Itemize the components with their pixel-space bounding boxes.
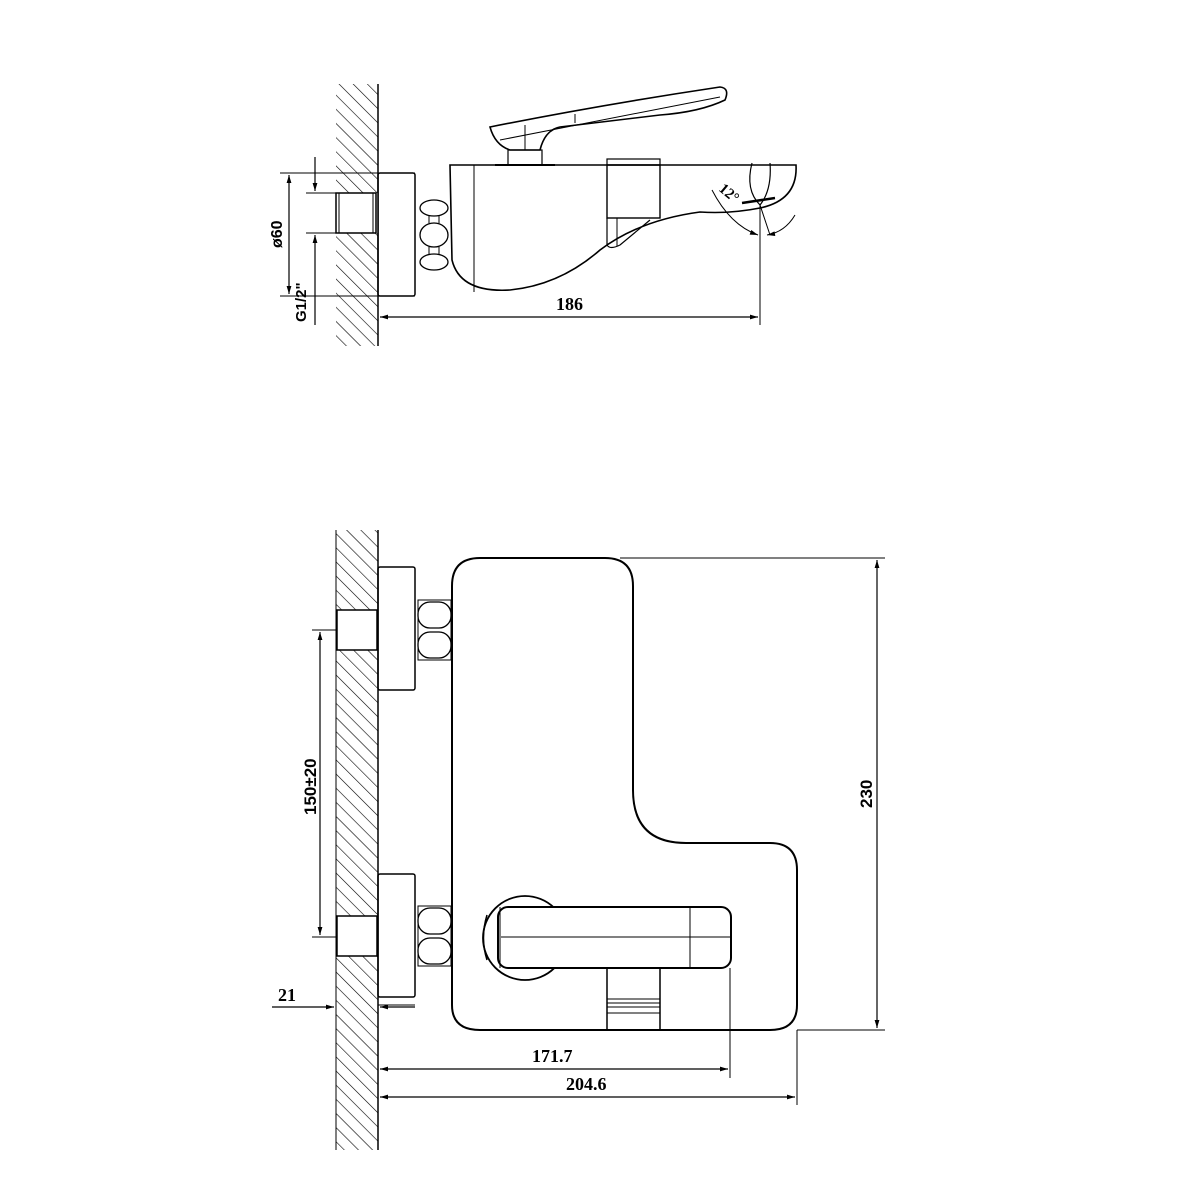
- front-view: 150±20 230 21 171.7 204.6: [272, 530, 885, 1150]
- wall-flange-lower: [377, 873, 416, 998]
- inlet-pipe-lower: [336, 915, 378, 957]
- dimension-projection: 186: [380, 205, 761, 325]
- wall-flange: [377, 172, 416, 297]
- lever-handle-side: [488, 86, 728, 166]
- connector-nut-lower: [417, 905, 452, 967]
- dimension-diameter: ø60 G1/2": [269, 172, 415, 322]
- wall-flange-upper: [377, 566, 416, 691]
- dimension-handle-reach: 171.7: [380, 968, 731, 1078]
- projection-label: 186: [556, 294, 583, 314]
- side-view: ø60 G1/2" 186 12°: [269, 84, 797, 346]
- lever-handle-front: [482, 895, 732, 981]
- connector-nut-upper: [417, 599, 452, 661]
- thread-label: G1/2": [293, 282, 310, 322]
- wall-hatch: [336, 84, 379, 346]
- overall-depth-label: 204.6: [566, 1074, 607, 1094]
- handle-reach-label: 171.7: [532, 1046, 573, 1066]
- dimension-pipe: [306, 157, 336, 325]
- dimension-inlet-spacing: 150±20: [301, 629, 337, 938]
- wall-offset-label: 21: [278, 985, 296, 1005]
- dimension-spout-angle: 12°: [711, 181, 796, 237]
- dimension-wall-offset: 21: [272, 985, 415, 1010]
- diverter-button: [606, 158, 661, 249]
- inlet-pipe: [335, 192, 377, 234]
- inlet-spacing-label: 150±20: [301, 758, 320, 815]
- mixer-body-front: [451, 557, 798, 1031]
- spout-outlet: [741, 162, 776, 206]
- diverter-front: [606, 967, 661, 1031]
- dimension-overall-depth: 204.6: [377, 1030, 798, 1105]
- height-label: 230: [857, 780, 876, 808]
- connector-nut: [419, 199, 449, 271]
- wall-hatch-front: [335, 530, 379, 1150]
- diameter-label: ø60: [269, 220, 286, 248]
- mixer-body-side: [449, 164, 797, 292]
- dimension-height: 230: [620, 557, 885, 1031]
